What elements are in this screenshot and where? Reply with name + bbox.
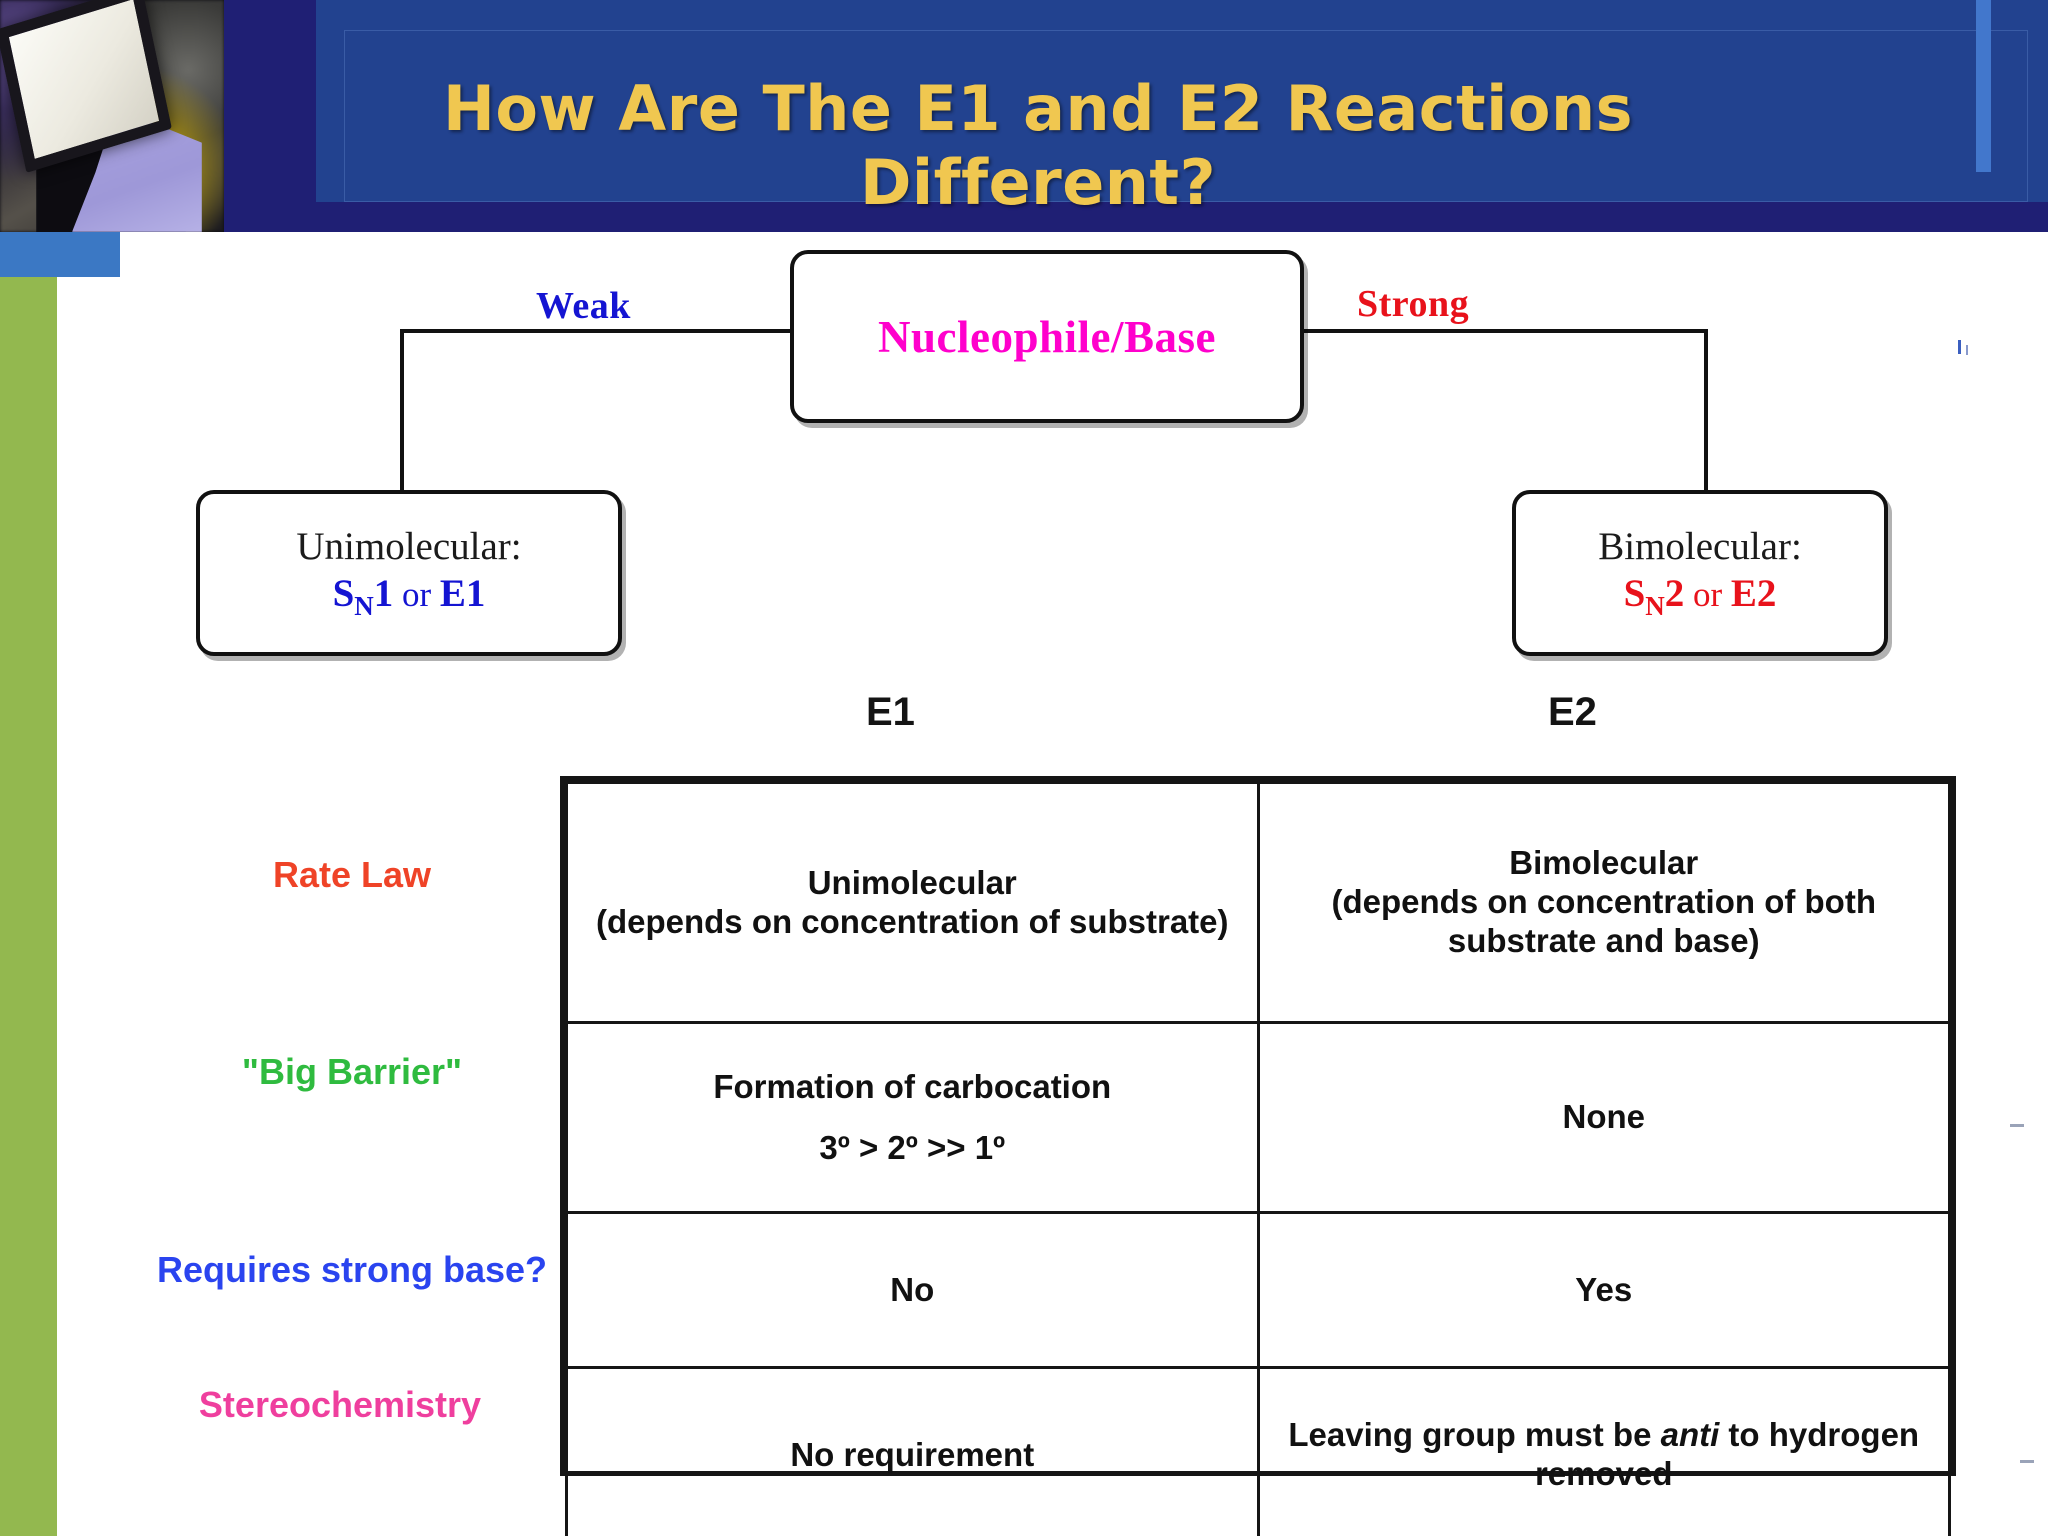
cell-stereochemistry-e2: Leaving group must be anti to hydrogen r…	[1256, 1366, 1951, 1536]
row-label-stereochemistry: Stereochemistry	[198, 1384, 482, 1425]
header-accent-bar	[1976, 0, 1991, 172]
flowchart-node-unimolecular[interactable]: Unimolecular: SN1 or E1	[196, 490, 622, 656]
cell-stereochemistry-e1-main: No requirement	[790, 1435, 1035, 1473]
cell-big-barrier-e2: None	[1256, 1021, 1951, 1214]
cell-stereochemistry-e2-italic: anti	[1660, 1416, 1720, 1454]
table-row: Formation of carbocation 3º > 2º >> 1º N…	[565, 1021, 1951, 1214]
page-title: How Are The E1 and E2 Reactions Differen…	[442, 72, 1634, 219]
cell-big-barrier-e2-main: None	[1562, 1098, 1646, 1136]
flowchart-node-bimolecular-title: Bimolecular:	[1598, 524, 1802, 568]
e1-label: E1	[439, 572, 486, 616]
flowchart-node-nucleophile-label: Nucleophile/Base	[877, 311, 1216, 362]
header-inner-outline	[344, 30, 2028, 202]
column-heading-e1: E1	[866, 690, 915, 734]
table-row: Unimolecular (depends on concentration o…	[565, 781, 1951, 1024]
header-monitor-photo	[0, 0, 224, 232]
sn1-number: 1	[373, 572, 394, 616]
row-label-big-barrier: "Big Barrier"	[241, 1051, 463, 1092]
table-row: No requirement Leaving group must be ant…	[565, 1366, 1951, 1536]
header-title-panel	[316, 0, 2048, 202]
flowchart-node-bimolecular[interactable]: Bimolecular: SN2 or E2	[1512, 490, 1888, 656]
margin-artifact-tick-top	[1958, 340, 1961, 354]
header-blue-tab	[0, 232, 120, 277]
row-label-rate-law: Rate Law	[272, 854, 432, 895]
cell-rate-law-e2: Bimolecular (depends on concentration of…	[1256, 781, 1951, 1024]
sn1-subscript: N	[354, 591, 374, 622]
sn1-prefix: S	[332, 572, 355, 616]
cell-big-barrier-e1-main: Formation of carbocation	[713, 1067, 1112, 1105]
left-green-sidebar	[0, 277, 57, 1536]
cell-rate-law-e1: Unimolecular (depends on concentration o…	[565, 781, 1260, 1024]
table-row: No Yes	[565, 1211, 1951, 1369]
flowchart-node-nucleophile-base[interactable]: Nucleophile/Base	[790, 250, 1304, 423]
edge-strong-horizontal	[1294, 329, 1708, 333]
sn2-number: 2	[1664, 572, 1685, 616]
cell-rate-law-e1-main: Unimolecular	[807, 863, 1017, 901]
comparison-table: Unimolecular (depends on concentration o…	[560, 776, 1956, 1536]
sn2-subscript: N	[1645, 591, 1665, 622]
e2-label: E2	[1730, 572, 1777, 616]
flowchart-node-unimolecular-title: Unimolecular:	[296, 524, 522, 568]
cell-strong-base-e2-main: Yes	[1575, 1270, 1633, 1308]
cell-strong-base-e2: Yes	[1256, 1211, 1951, 1369]
cell-stereochemistry-e2-post: to hydrogen removed	[1534, 1416, 1920, 1492]
sn2-prefix: S	[1623, 572, 1646, 616]
cell-strong-base-e1-main: No	[890, 1270, 935, 1308]
edge-weak-vertical	[400, 329, 404, 493]
row-label-requires-strong-base: Requires strong base?	[156, 1248, 548, 1290]
margin-artifact-dash-lower	[2020, 1460, 2034, 1463]
cell-big-barrier-e1-detail: 3º > 2º >> 1º	[819, 1128, 1006, 1166]
cell-rate-law-e2-main: Bimolecular	[1509, 844, 1699, 882]
flowchart-node-unimolecular-mechanisms: SN1 or E1	[333, 572, 486, 621]
cell-rate-law-e1-detail: (depends on concentration of substrate)	[595, 902, 1229, 940]
edge-label-weak: Weak	[536, 285, 631, 327]
margin-artifact-tick-bottom	[1966, 345, 1968, 355]
cell-strong-base-e1: No	[565, 1211, 1260, 1369]
cell-stereochemistry-e1: No requirement	[565, 1366, 1260, 1536]
sn1-conjunction: or	[393, 575, 440, 615]
cell-stereochemistry-e2-pre: Leaving group must be	[1288, 1416, 1661, 1454]
sn2-conjunction: or	[1684, 575, 1731, 615]
flowchart-node-bimolecular-mechanisms: SN2 or E2	[1624, 572, 1777, 621]
cell-rate-law-e2-detail: (depends on concentration of both substr…	[1331, 883, 1876, 959]
edge-strong-vertical	[1704, 329, 1708, 493]
edge-weak-horizontal	[400, 329, 792, 333]
cell-big-barrier-e1: Formation of carbocation 3º > 2º >> 1º	[565, 1021, 1260, 1214]
column-heading-e2: E2	[1548, 690, 1597, 734]
edge-label-strong: Strong	[1357, 283, 1470, 325]
margin-artifact-dash	[2010, 1124, 2024, 1127]
